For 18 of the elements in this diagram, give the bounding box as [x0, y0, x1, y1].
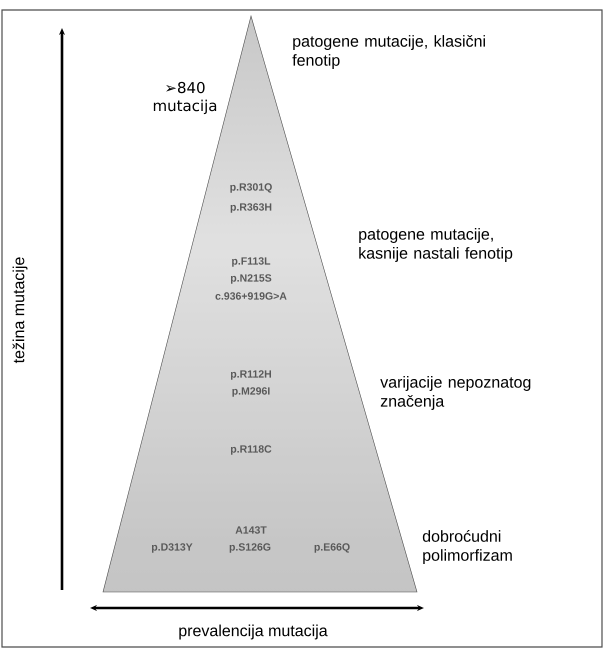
mutation-label: p.F113L: [232, 257, 270, 267]
mutation-label: c.936+919G>A: [216, 292, 287, 300]
mutation-label: p.N215S: [230, 274, 272, 284]
category-label: patogene mutacije, kasnije nastali fenotip: [359, 228, 512, 262]
mutation-label: p.S126G: [230, 543, 270, 553]
mutation-label: p.R112H: [230, 370, 271, 380]
mutation-label: p.R118C: [230, 445, 272, 455]
mutation-label: p.R301Q: [230, 183, 272, 193]
count-label: ➢840 mutacija: [154, 82, 216, 114]
mutation-label: p.M296I: [232, 387, 270, 397]
mutation-label: p.R363H: [230, 203, 272, 213]
mutation-label: p.E66Q: [314, 543, 350, 553]
axis-label: prevalencija mutacija: [179, 624, 328, 640]
mutation-label: A143T: [236, 526, 267, 534]
axis-label: težina mutacije: [12, 257, 28, 364]
category-label: varijacije nepoznatog značenja: [380, 376, 530, 410]
category-label: patogene mutacije, klasični fenotip: [292, 35, 485, 69]
mutation-label: p.D313Y: [152, 543, 193, 553]
